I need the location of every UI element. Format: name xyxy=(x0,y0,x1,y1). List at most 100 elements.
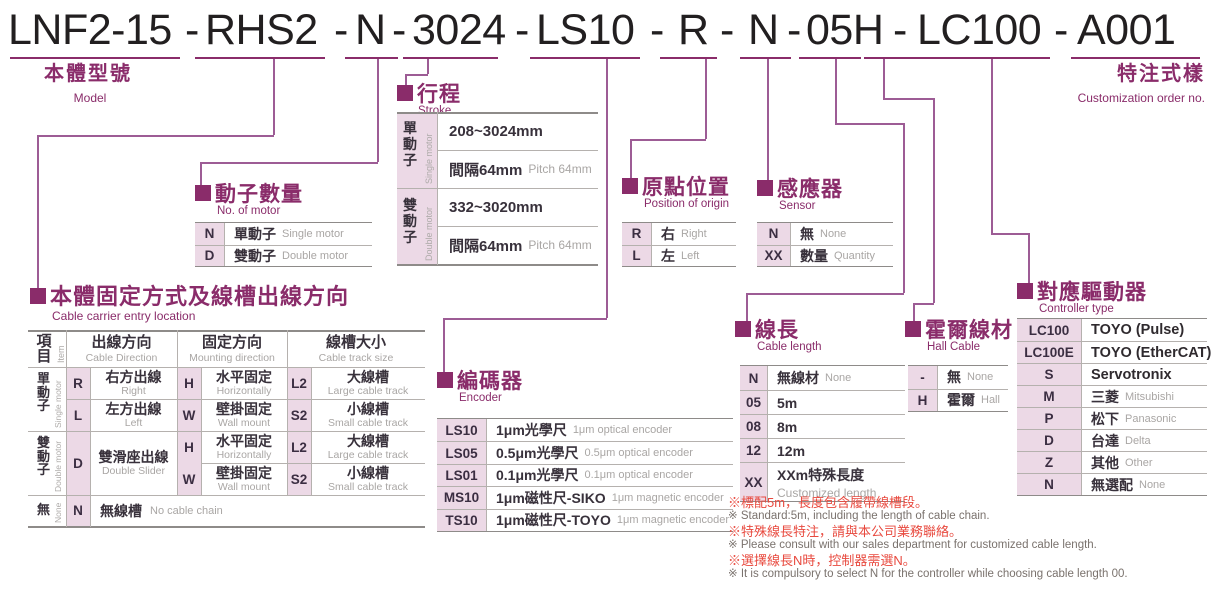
connector-line xyxy=(200,162,378,164)
controller-code: S xyxy=(1017,364,1082,385)
encoder-en: 0.1μm optical encoder xyxy=(584,469,693,482)
encoder-en: 0.5μm optical encoder xyxy=(584,447,693,460)
origin-en: Left xyxy=(681,249,700,262)
controller-en: Other xyxy=(1125,456,1153,469)
controller-value: TOYO (EtherCAT) xyxy=(1091,344,1212,361)
controller-value: Servotronix xyxy=(1091,366,1172,383)
cable-en: Customized length xyxy=(777,485,877,500)
table-row: LC100E TOYO (EtherCAT) xyxy=(1017,341,1211,363)
segment-underline xyxy=(345,57,398,59)
section-bullet xyxy=(437,372,453,388)
controller-cn: 無選配 xyxy=(1091,476,1133,493)
carrier-double-head-en: Double motor xyxy=(53,440,63,492)
segment-underline xyxy=(530,57,640,59)
origin-code: R xyxy=(622,223,652,245)
stroke-double-range: 332~3020mm xyxy=(449,198,543,216)
hall-title: 霍爾線材 xyxy=(925,319,1013,342)
controller-en: None xyxy=(1139,478,1166,491)
section-bullet xyxy=(757,180,773,196)
connector-line xyxy=(606,59,608,318)
segment-underline xyxy=(10,57,180,59)
stroke-head-single: 單動子 xyxy=(403,120,417,168)
connector-line xyxy=(883,59,885,98)
motor-subtitle: No. of motor xyxy=(217,205,281,217)
carrier-double-head: 雙動子 xyxy=(36,435,50,477)
controller-code: LC100E xyxy=(1017,342,1082,363)
controller-table: LC100 TOYO (Pulse) LC100E TOYO (EtherCAT… xyxy=(1017,318,1211,496)
motor-cn: 單動子 xyxy=(234,225,276,242)
section-bullet xyxy=(1017,283,1033,299)
encoder-cn: 1μm磁性尺-SIKO xyxy=(496,489,606,506)
encoder-code: LS01 xyxy=(437,464,487,487)
model-label-en: Model xyxy=(73,91,107,105)
connector-line xyxy=(405,74,428,76)
carrier-header-item: 項目 xyxy=(36,333,52,365)
model-dash: - xyxy=(515,6,530,54)
connector-line xyxy=(991,233,1029,235)
cable-cn: XXm特殊長度 xyxy=(777,466,865,483)
encoder-cn: 0.5μm光學尺 xyxy=(496,445,579,462)
encoder-title: 編碼器 xyxy=(457,370,523,393)
origin-title: 原點位置 xyxy=(642,176,730,199)
stroke-head-single-en: Single motor xyxy=(424,133,434,184)
section-bullet xyxy=(195,185,211,201)
stroke-single-pitch-en: Pitch 64mm xyxy=(528,162,592,176)
carrier-code: S2 xyxy=(290,471,308,487)
note-1-cn: ※標配5m，長度包含履帶線槽段。 xyxy=(728,495,929,510)
hall-en: Hall xyxy=(981,394,1000,407)
carrier-none-head: 無 xyxy=(36,502,50,517)
encoder-en: 1μm optical encoder xyxy=(572,424,673,437)
origin-cn: 右 xyxy=(661,225,675,242)
cable-code: XX xyxy=(740,463,768,501)
connector-line xyxy=(37,135,274,137)
carrier-code: L xyxy=(73,407,83,423)
connector-line xyxy=(630,139,632,179)
custom-label-cn: 特注式樣 xyxy=(1117,63,1205,85)
note-1-en: ※ Standard:5m, including the length of c… xyxy=(728,510,990,522)
note-2-cn: ※特殊線長特注，請與本公司業務聯絡。 xyxy=(728,524,963,539)
table-row: 08 8m xyxy=(740,414,905,438)
carrier-code: W xyxy=(182,471,196,487)
section-bullet xyxy=(622,178,638,194)
origin-subtitle: Position of origin xyxy=(644,198,730,210)
controller-cn: 其他 xyxy=(1091,454,1119,471)
model-segment-sensor: N xyxy=(748,6,779,54)
carrier-code: H xyxy=(184,439,194,455)
cable-code: N xyxy=(740,366,768,390)
controller-cn: 松下 xyxy=(1091,410,1119,427)
cable-subtitle: Cable length xyxy=(757,341,822,353)
controller-cn: 台達 xyxy=(1091,432,1119,449)
carrier-single-head-en: Single motor xyxy=(53,380,63,428)
stroke-single-pitch: 間隔64mm xyxy=(449,161,523,179)
cable-en: None xyxy=(825,372,852,384)
connector-line xyxy=(377,59,379,162)
hall-cn: 無 xyxy=(947,369,961,386)
carrier-single-head: 單動子 xyxy=(36,371,50,413)
carrier-code: L2 xyxy=(291,375,307,391)
table-row: Z 其他 Other xyxy=(1017,451,1207,473)
cable-cn: 無線材 xyxy=(777,370,819,386)
encoder-en: 1μm magnetic encoder xyxy=(611,491,724,504)
segment-underline xyxy=(740,57,791,59)
controller-code: Z xyxy=(1017,452,1082,473)
connector-line xyxy=(427,59,429,74)
carrier-title: 本體固定方式及線槽出線方向 xyxy=(50,284,350,309)
stroke-title: 行程 xyxy=(417,83,461,106)
connector-line xyxy=(273,59,275,135)
